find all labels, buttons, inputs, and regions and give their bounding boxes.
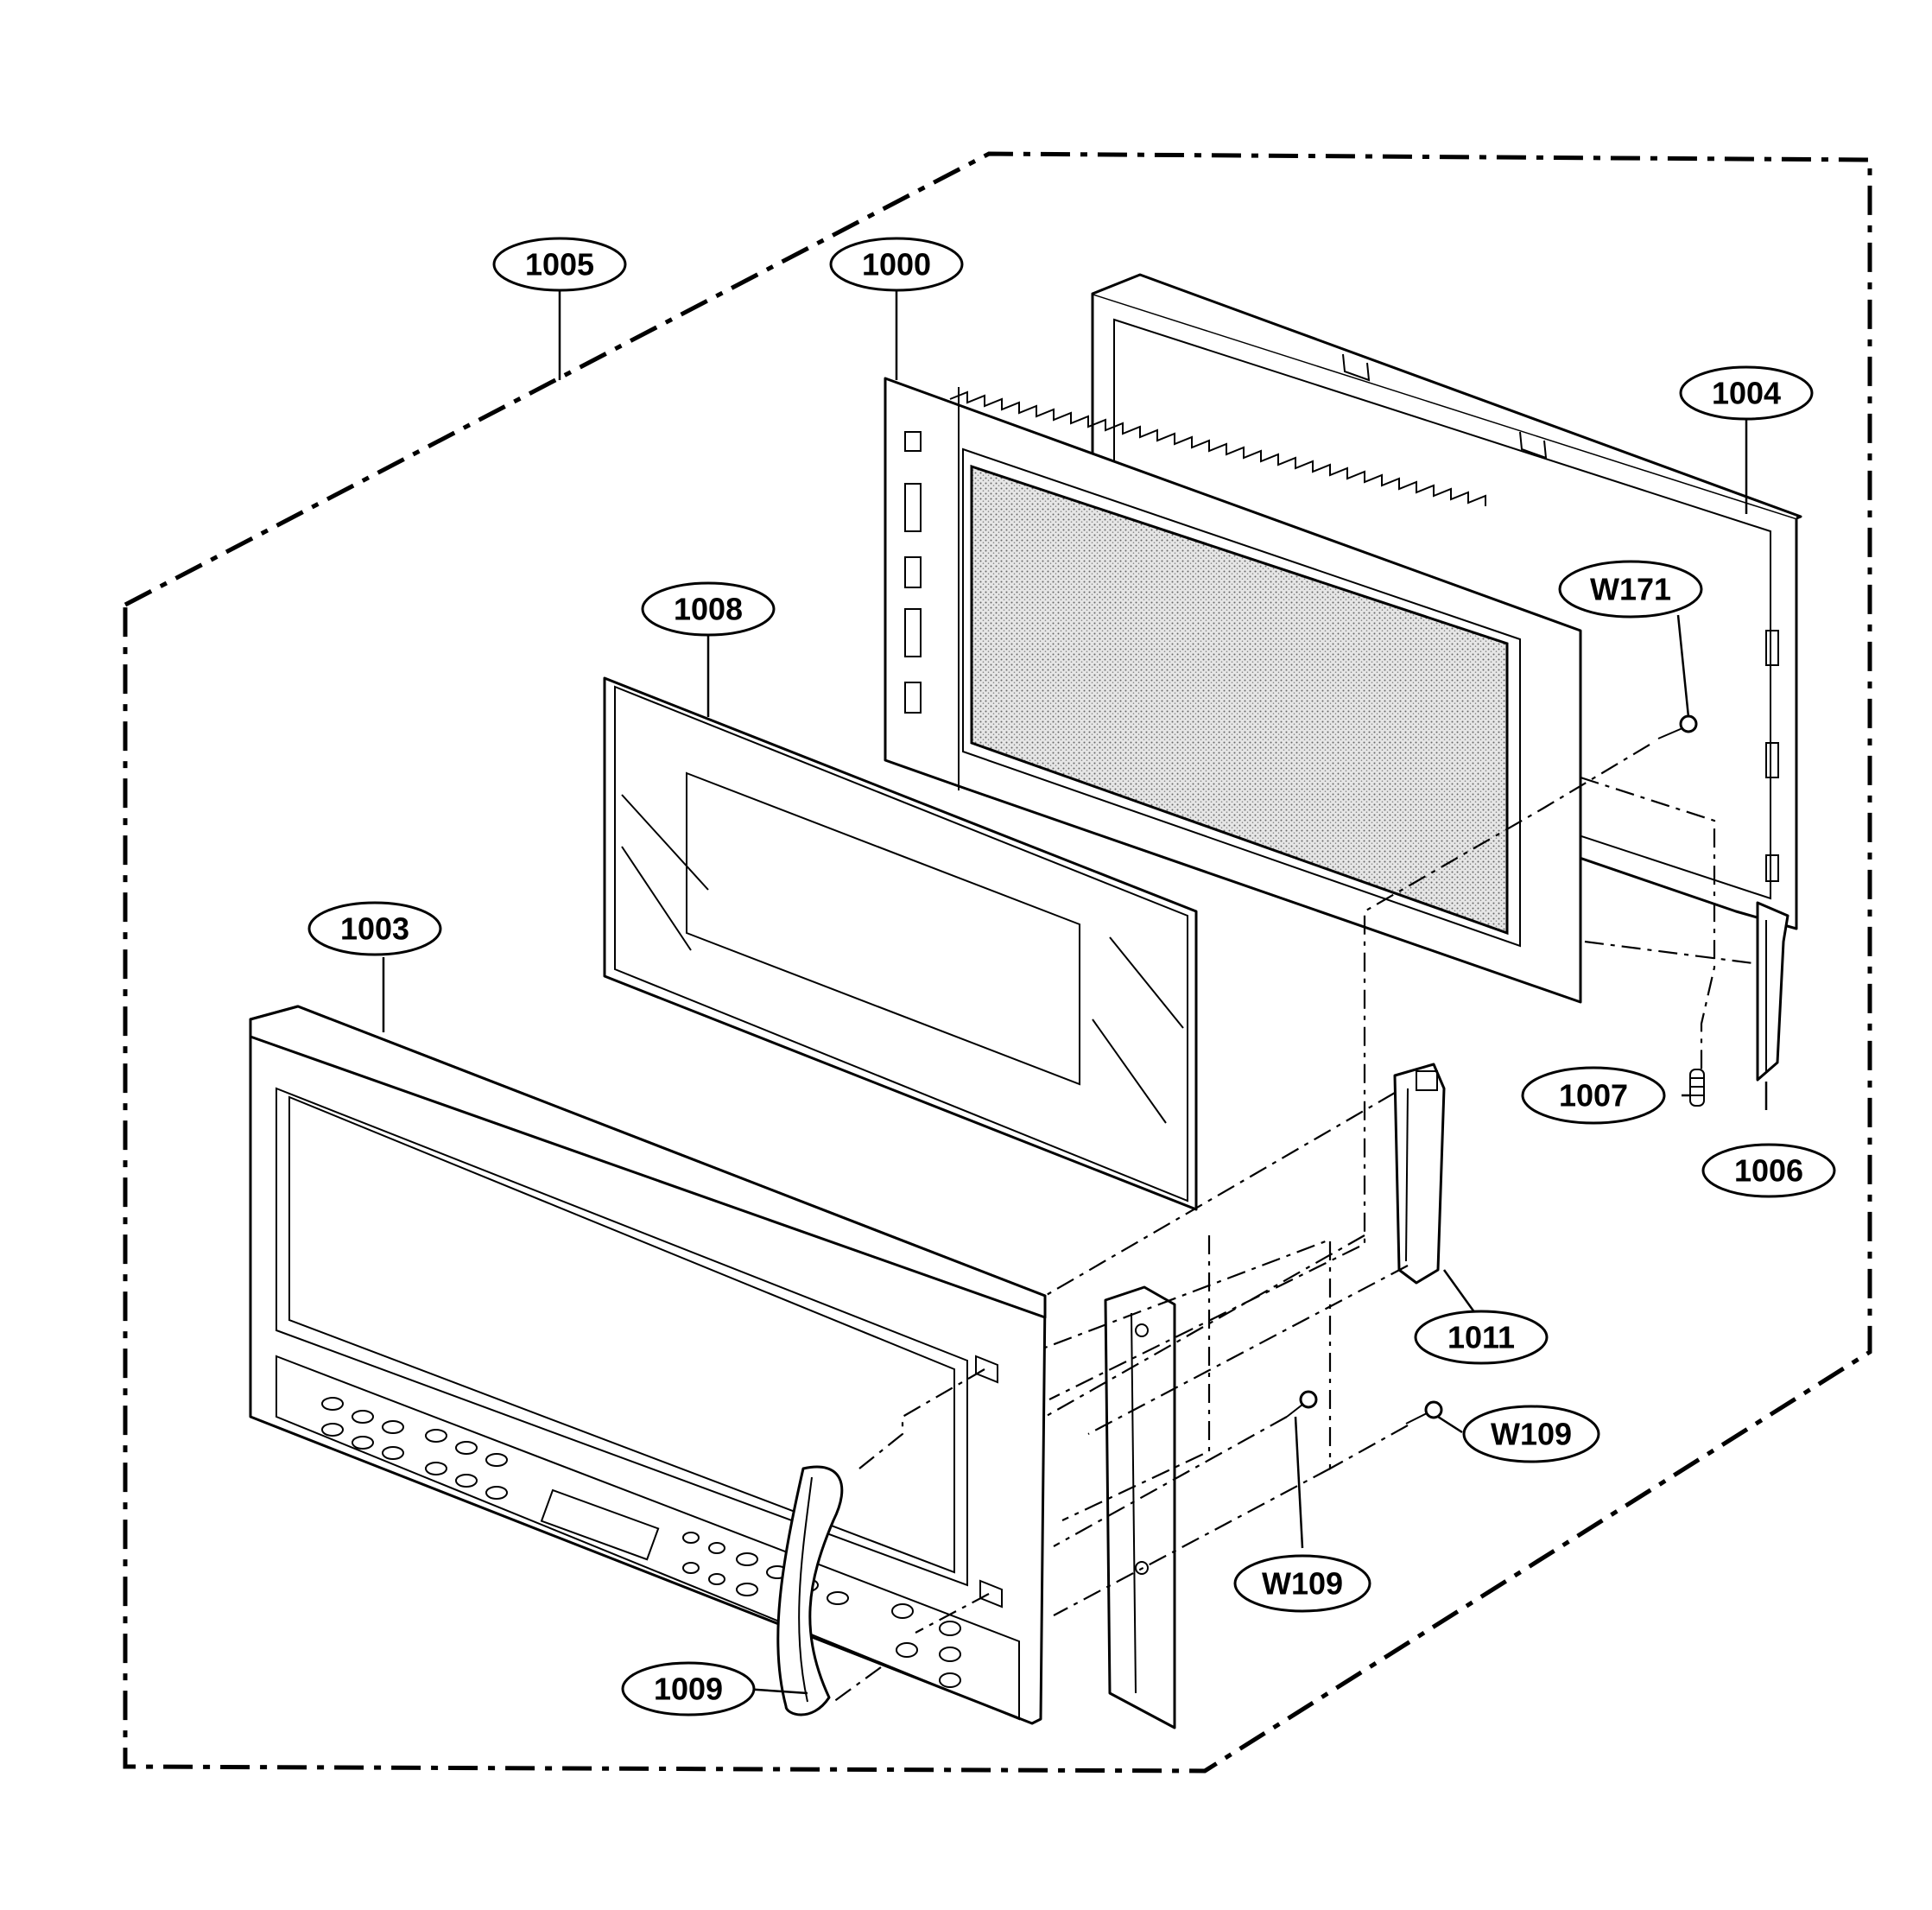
- latch-hook-1006: [1756, 901, 1789, 1082]
- spring-1007: [1689, 1069, 1705, 1107]
- callout-1000: 1000: [829, 237, 964, 292]
- latch-lever-1011: [1393, 1063, 1446, 1285]
- callout-1004: 1004: [1679, 365, 1814, 421]
- svg-text:1009: 1009: [654, 1672, 723, 1707]
- svg-text:1008: 1008: [674, 592, 743, 627]
- callout-1003: 1003: [307, 901, 442, 956]
- assembly-guide-lines: [833, 744, 1754, 1703]
- callout-w171: W171: [1558, 560, 1703, 619]
- callout-1008: 1008: [641, 581, 776, 637]
- svg-text:W171: W171: [1590, 572, 1671, 607]
- callout-1009: 1009: [621, 1661, 756, 1716]
- door-side-trim: [1104, 1285, 1176, 1729]
- callout-1005: 1005: [492, 237, 627, 292]
- callout-leader-lines: [382, 289, 1768, 1695]
- door-front-panel-1003: [249, 1005, 1047, 1725]
- svg-text:1011: 1011: [1447, 1320, 1515, 1355]
- svg-text:1005: 1005: [525, 247, 594, 282]
- svg-text:W109: W109: [1491, 1417, 1572, 1452]
- control-keypad-buttons: [321, 1397, 961, 1688]
- callout-1011: 1011: [1414, 1310, 1549, 1365]
- callout-w109-left: W109: [1233, 1554, 1371, 1613]
- door-handle-1009: [776, 1465, 844, 1716]
- callout-w109-right: W109: [1462, 1405, 1600, 1463]
- svg-text:1007: 1007: [1559, 1078, 1628, 1114]
- callout-1007: 1007: [1521, 1066, 1666, 1125]
- svg-text:1004: 1004: [1712, 376, 1781, 411]
- inner-door-panel-1000: [884, 377, 1582, 1004]
- screw-w109-left: [1286, 1390, 1318, 1418]
- svg-text:1000: 1000: [862, 247, 931, 282]
- svg-text:1006: 1006: [1734, 1153, 1803, 1189]
- svg-text:1003: 1003: [340, 911, 409, 947]
- svg-text:W109: W109: [1262, 1566, 1343, 1602]
- callout-1006: 1006: [1701, 1143, 1836, 1198]
- door-glass-1008: [603, 676, 1198, 1211]
- door-mesh-screen: [970, 464, 1509, 936]
- screw-w109-right: [1405, 1400, 1443, 1425]
- assembly-boundary-outline: [123, 151, 1872, 1774]
